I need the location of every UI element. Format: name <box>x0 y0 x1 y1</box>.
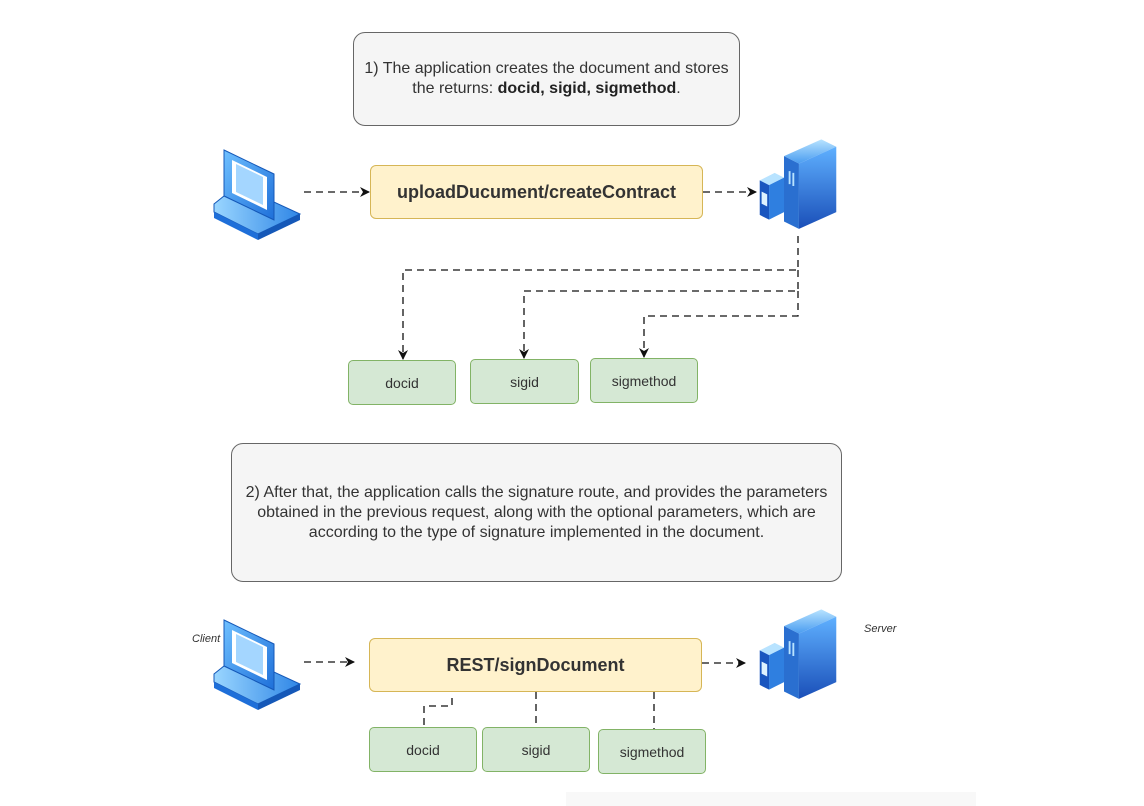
param-docid: docid <box>348 360 456 405</box>
param-sigid-label: sigid <box>521 741 551 758</box>
step1-note: 1) The application creates the document … <box>353 32 740 126</box>
param-sigid-label: sigid <box>510 373 539 390</box>
route-sign-document-label: REST/signDocument <box>446 654 625 675</box>
step1-note-end: . <box>676 80 681 97</box>
bottom-shadow <box>566 792 976 806</box>
step2-note: 2) After that, the application calls the… <box>231 443 842 582</box>
param-docid-label: docid <box>406 741 440 758</box>
server-icon <box>756 136 840 236</box>
route-sign-document[interactable]: REST/signDocument <box>369 638 702 692</box>
step1-note-text: 1) The application creates the document … <box>364 60 729 97</box>
route-create-contract[interactable]: uploadDucument/createContract <box>370 165 703 219</box>
param-docid: docid <box>369 727 477 772</box>
param-sigmethod: sigmethod <box>590 358 698 403</box>
param-sigid: sigid <box>482 727 590 772</box>
param-sigmethod: sigmethod <box>598 729 706 774</box>
step2-note-text: 2) After that, the application calls the… <box>245 483 828 541</box>
server-icon <box>756 606 840 706</box>
param-sigmethod-label: sigmethod <box>611 372 677 389</box>
param-sigmethod-label: sigmethod <box>619 743 685 760</box>
laptop-icon <box>212 612 302 712</box>
param-docid-label: docid <box>385 374 419 391</box>
param-sigid: sigid <box>470 359 579 404</box>
client-caption: Client <box>192 633 221 645</box>
laptop-icon <box>212 142 302 242</box>
route-create-contract-label: uploadDucument/createContract <box>396 181 677 202</box>
step1-note-bold: docid, sigid, sigmethod <box>497 80 677 97</box>
server-caption: Server <box>864 623 897 635</box>
